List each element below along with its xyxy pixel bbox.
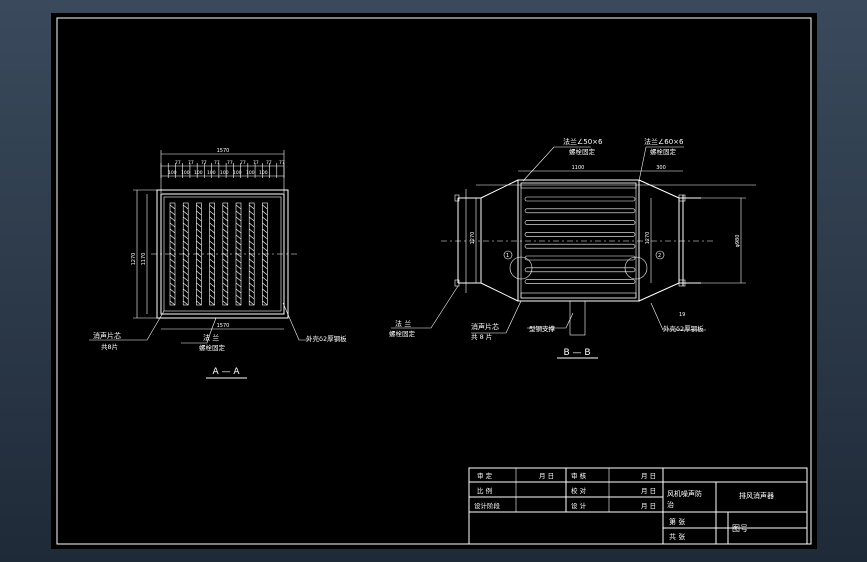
bb-baffle xyxy=(524,208,636,214)
tb-check: 审 核 xyxy=(571,471,587,480)
bb-baffle xyxy=(524,196,636,202)
drawing-frame xyxy=(56,17,812,545)
aa-label-flange-bolt: 螺栓固定 xyxy=(199,343,226,352)
tb-scale: 比 例 xyxy=(477,486,492,495)
tb-design-stage: 设计阶段 xyxy=(474,501,501,510)
tb-project-name: 风机噪声防 xyxy=(667,489,702,498)
bb-outlet-transition xyxy=(638,179,680,302)
bb-body-outline xyxy=(517,179,640,302)
section-aa: 1570 77 77 77 77 77 77 77 77 77 100 100 … xyxy=(89,148,347,379)
aa-dim-bottom: 1570 xyxy=(217,323,230,329)
bb-shell-top xyxy=(520,182,637,189)
bb-label-shell: 外壳δ2厚钢板 xyxy=(663,324,704,333)
bb-dim-right-height: 1270 xyxy=(645,232,651,245)
aa-label-baffle-count: 共8片 xyxy=(101,342,118,351)
bb-label-baffle: 消声片芯 xyxy=(471,322,499,331)
tb-review: 审 定 xyxy=(477,471,493,480)
bb-steel-support xyxy=(569,300,586,336)
bb-circle-label-1: 1 xyxy=(506,253,509,259)
aa-dim-gap-2: 100 xyxy=(181,170,190,176)
bb-shell-bottom xyxy=(520,292,637,299)
bb-label-bolt-bottom: 螺栓固定 xyxy=(389,329,416,338)
tb-date-1: 月 日 xyxy=(539,472,554,480)
tb-total: 共 张 xyxy=(669,532,685,541)
aa-dim-total: 1570 xyxy=(217,148,230,154)
aa-dim-pitch-3: 77 xyxy=(201,160,207,166)
drawing-svg: 1570 77 77 77 77 77 77 77 77 77 100 100 … xyxy=(56,17,812,545)
drawing-canvas[interactable]: 1570 77 77 77 77 77 77 77 77 77 100 100 … xyxy=(51,13,817,549)
bb-dim-outlet: φ980 xyxy=(735,235,741,248)
aa-label-flange: 法 兰 xyxy=(203,333,219,342)
bb-baffle xyxy=(524,279,636,284)
aa-baffle xyxy=(222,202,229,306)
bb-baffle-group xyxy=(524,196,636,284)
bb-baffle xyxy=(524,255,636,261)
bb-dim-top: 1100 xyxy=(572,165,585,171)
bb-label-flange-top-right: 法兰∠60×6 xyxy=(644,137,684,146)
tb-project-name-2: 治 xyxy=(667,500,674,509)
section-bb: 1 2 1100 300 1270 1270 φ980 19 法兰∠50×6 螺… xyxy=(389,137,756,359)
title-block: 审 定 月 日 审 核 月 日 比 例 校 对 月 日 设计阶段 设 计 月 日… xyxy=(468,467,808,545)
bb-section-title: B — B xyxy=(563,348,590,358)
tb-drawing-no: 图号 xyxy=(732,524,748,533)
bb-baffle xyxy=(524,232,636,237)
tb-sheet: 第 张 xyxy=(669,517,685,526)
bb-dim-top-right: 300 xyxy=(656,165,666,171)
bb-label-flange-top-left: 法兰∠50×6 xyxy=(563,137,603,146)
aa-label-baffle: 消声片芯 xyxy=(93,331,121,340)
aa-dim-gap-6: 100 xyxy=(233,170,242,176)
bb-baffle xyxy=(524,267,636,273)
aa-dim-pitch-2: 77 xyxy=(188,160,194,166)
aa-dim-pitch-7: 77 xyxy=(253,160,259,166)
aa-dim-gap-1: 100 xyxy=(168,170,177,176)
aa-dim-pitch-5: 77 xyxy=(227,160,233,166)
tb-proof: 校 对 xyxy=(571,486,587,495)
aa-dim-pitch-6: 77 xyxy=(240,160,246,166)
bb-circle-label-2: 2 xyxy=(658,253,661,259)
bb-dim-bottom-right: 19 xyxy=(679,312,685,318)
bb-detail-circle-left xyxy=(509,256,533,280)
aa-label-shell: 外壳δ2厚钢板 xyxy=(306,334,347,343)
aa-dim-pitch-1: 77 xyxy=(175,160,181,166)
aa-dim-gap-5: 100 xyxy=(220,170,229,176)
bb-label-flange-bottom: 法 兰 xyxy=(395,319,411,328)
bb-inlet-transition xyxy=(480,179,519,302)
aa-dim-gap-7: 100 xyxy=(246,170,255,176)
aa-dim-height-outer: 1270 xyxy=(131,253,137,266)
bb-label-support: 型钢支撑 xyxy=(529,324,556,333)
aa-baffle xyxy=(262,202,268,306)
bb-detail-circle-right xyxy=(624,256,648,280)
aa-dim-pitch-8: 77 xyxy=(266,160,272,166)
aa-dim-height-inner: 1170 xyxy=(141,253,147,266)
tb-date-3: 月 日 xyxy=(641,487,656,495)
bb-dim-left-height: 1270 xyxy=(470,232,476,245)
bb-label-baffle-count: 共 8 片 xyxy=(471,332,492,341)
aa-dim-pitch-4: 77 xyxy=(214,160,220,166)
bb-baffle xyxy=(524,220,636,225)
bb-baffle xyxy=(524,243,636,249)
aa-dim-pitch-9: 77 xyxy=(279,160,285,166)
bb-label-bolt-top-right: 螺栓固定 xyxy=(650,147,677,156)
tb-date-4: 月 日 xyxy=(641,502,656,510)
aa-dim-gap-3: 100 xyxy=(194,170,203,176)
bb-label-bolt-top-left: 螺栓固定 xyxy=(569,147,596,156)
tb-drawing-name: 排风消声器 xyxy=(739,491,774,500)
tb-design: 设 计 xyxy=(571,501,587,510)
tb-date-2: 月 日 xyxy=(641,472,656,480)
aa-dim-gap-8: 100 xyxy=(259,170,268,176)
aa-section-title: A — A xyxy=(212,367,240,377)
aa-dim-gap-4: 100 xyxy=(207,170,216,176)
